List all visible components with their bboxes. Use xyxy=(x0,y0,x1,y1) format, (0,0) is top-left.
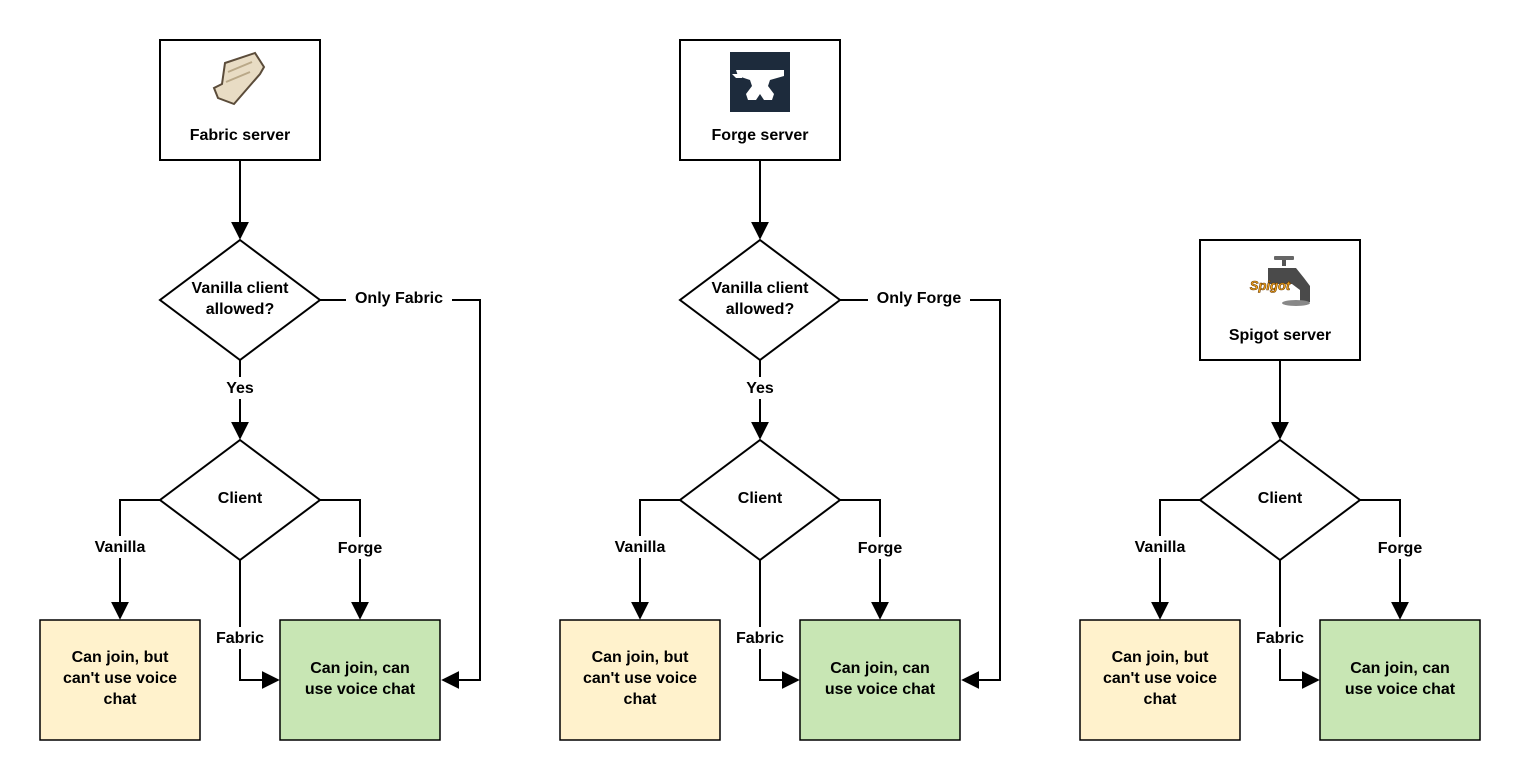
connector-spigot-forge xyxy=(1360,499,1409,620)
spigot-logo-text: Spigot xyxy=(1250,278,1291,293)
forge-vanilla-allowed-diamond xyxy=(678,238,842,362)
spigot-partial-line3: chat xyxy=(1144,691,1178,708)
connector-forge-forge xyxy=(840,499,889,620)
fabric-full-line2: use voice chat xyxy=(305,681,416,698)
fabric-partial-result-box xyxy=(39,619,201,741)
fabric-question-line1: Vanilla client xyxy=(192,280,290,297)
forge-server-label: Forge server xyxy=(712,127,809,144)
spigot-server-box xyxy=(1199,239,1361,361)
forge-yes-label: Yes xyxy=(746,380,774,397)
forge-full-result-box xyxy=(799,619,961,741)
fabric-yes-label: Yes xyxy=(226,380,254,397)
spigot-faucet-icon: Spigot xyxy=(1249,256,1310,306)
fabric-flow: Fabric server Vanilla client allowed? On… xyxy=(39,39,481,741)
forge-only-label: Only Forge xyxy=(877,290,962,307)
spigot-full-line2: use voice chat xyxy=(1345,681,1456,698)
connector-fabric-forge xyxy=(320,499,369,620)
forge-vanilla-label: Vanilla xyxy=(615,539,666,556)
forge-forge-label: Forge xyxy=(858,540,903,557)
connector-fabric-fabric xyxy=(239,560,280,689)
spigot-flow: Spigot Spigot server Client Vanilla Forg… xyxy=(1079,239,1481,741)
fabric-partial-line2: can't use voice xyxy=(63,670,177,687)
forge-client-diamond xyxy=(678,438,842,562)
fabric-client-label: Client xyxy=(218,490,263,507)
fabric-full-result-box xyxy=(279,619,441,741)
spigot-full-line1: Can join, can xyxy=(1350,660,1450,677)
forge-anvil-icon xyxy=(730,52,790,112)
fabric-partial-line3: chat xyxy=(104,691,138,708)
forge-client-label: Client xyxy=(738,490,783,507)
spigot-server-label: Spigot server xyxy=(1229,327,1331,344)
spigot-full-result-box xyxy=(1319,619,1481,741)
fabric-forge-label: Forge xyxy=(338,540,383,557)
fabric-fabric-label: Fabric xyxy=(216,630,264,647)
forge-partial-line1: Can join, but xyxy=(592,649,690,666)
forge-question-line1: Vanilla client xyxy=(712,280,810,297)
connector-forge-fabric xyxy=(759,560,800,689)
fabric-scroll-icon xyxy=(212,51,266,106)
spigot-forge-label: Forge xyxy=(1378,540,1423,557)
fabric-client-diamond xyxy=(158,438,322,562)
spigot-client-label: Client xyxy=(1258,490,1303,507)
forge-partial-line3: chat xyxy=(624,691,658,708)
forge-partial-line2: can't use voice xyxy=(583,670,697,687)
forge-partial-result-box xyxy=(559,619,721,741)
forge-fabric-label: Fabric xyxy=(736,630,784,647)
spigot-partial-result-box xyxy=(1079,619,1241,741)
forge-question-line2: allowed? xyxy=(726,301,794,318)
connector-spigot-fabric xyxy=(1279,560,1320,689)
fabric-vanilla-label: Vanilla xyxy=(95,539,146,556)
fabric-only-label: Only Fabric xyxy=(355,290,443,307)
forge-full-line2: use voice chat xyxy=(825,681,936,698)
connector-fabric-vanilla xyxy=(111,499,160,620)
spigot-fabric-label: Fabric xyxy=(1256,630,1304,647)
spigot-client-diamond xyxy=(1198,438,1362,562)
connector-spigot-vanilla xyxy=(1151,499,1200,620)
spigot-vanilla-label: Vanilla xyxy=(1135,539,1186,556)
fabric-question-line2: allowed? xyxy=(206,301,274,318)
connector-forge-vanilla xyxy=(631,499,680,620)
forge-flow: Forge server Vanilla client allowed? Onl… xyxy=(559,39,1001,741)
spigot-partial-line2: can't use voice xyxy=(1103,670,1217,687)
fabric-server-label: Fabric server xyxy=(190,127,291,144)
forge-full-line1: Can join, can xyxy=(830,660,930,677)
fabric-partial-line1: Can join, but xyxy=(72,649,170,666)
spigot-partial-line1: Can join, but xyxy=(1112,649,1210,666)
fabric-full-line1: Can join, can xyxy=(310,660,410,677)
fabric-vanilla-allowed-diamond xyxy=(158,238,322,362)
